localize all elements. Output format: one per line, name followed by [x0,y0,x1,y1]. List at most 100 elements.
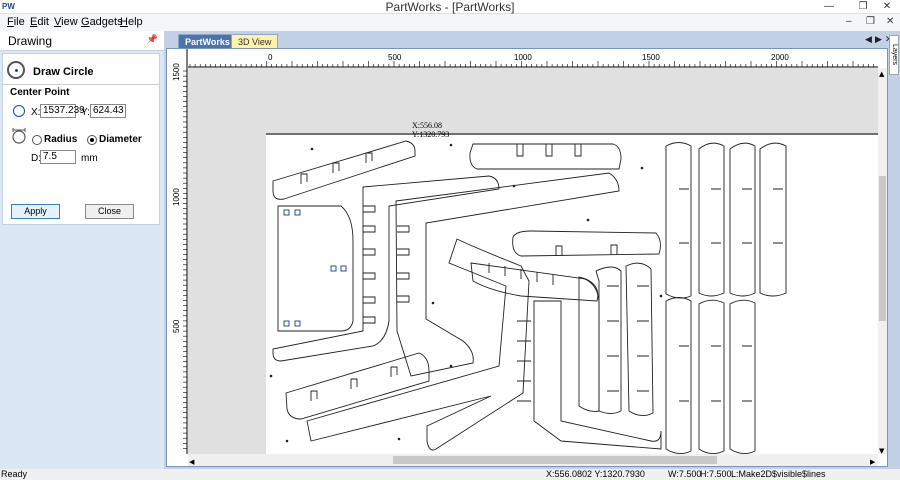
pocket-marker [294,209,301,216]
app-icon: PW [2,2,15,11]
status-width: W:7.500 [668,469,702,479]
form-title: Draw Circle [33,66,94,78]
part-slat[interactable] [512,230,661,257]
center-x-input[interactable]: 1537.239 [40,104,85,118]
scroll-down-icon[interactable]: ▼ [879,447,885,455]
minimize-button[interactable]: — [824,1,834,12]
part-slat-slots [310,366,398,401]
scroll-left-icon[interactable]: ◀ [189,458,195,466]
radius-radio[interactable] [32,135,42,145]
horizontal-scroll-thumb[interactable] [393,456,717,464]
part-slat-slots [516,144,582,157]
title-bar: PW PartWorks - [PartWorks] — ❐ ✕ [0,0,900,14]
menu-help[interactable]: Help [120,16,143,28]
vertical-scroll-thumb[interactable] [879,176,886,321]
center-point-label: Center Point [10,87,70,98]
center-point-icon [13,105,25,117]
menu-bar: File Edit View Gadgets Help – ❐ ✕ [0,14,900,31]
part-upright[interactable] [625,262,654,416]
center-y-input[interactable]: 624.43 [90,104,126,118]
mdi-restore-button[interactable]: ❐ [866,16,875,27]
drill-points [269,143,663,443]
v-ruler-label: 1500 [172,63,181,81]
window-title: PartWorks - [PartWorks] [385,0,515,14]
menu-view[interactable]: View [54,16,78,28]
part-tall-slat[interactable] [665,297,692,454]
drawing-panel-header: Drawing 📌 [0,31,164,51]
vertical-ruler: 1500 1000 500 [167,49,188,454]
pocket-marker [283,209,290,216]
part-l-bracket[interactable] [272,175,500,362]
vertical-scrollbar[interactable]: ▲ ▼ [878,68,887,455]
part-slat[interactable] [272,140,416,200]
drawing-canvas[interactable]: 0 500 1000 1500 2000 1500 1000 500 X:556… [167,49,887,466]
scroll-up-icon[interactable]: ▲ [879,70,885,78]
scroll-right-icon[interactable]: ▶ [870,458,876,466]
drawing-panel-title: Drawing [8,34,53,48]
part-tall-slat[interactable] [698,142,725,297]
drawing-viewport[interactable]: 0 500 1000 1500 2000 1500 1000 500 X:556… [166,48,888,467]
part-tall-slat[interactable] [729,299,756,454]
tab-3d-view[interactable]: 3D View [231,34,279,48]
side-tab-layers[interactable]: Layers [889,35,899,75]
tab-scroll-right-icon[interactable]: ▶ [875,34,882,44]
pin-icon[interactable]: 📌 [146,34,158,44]
part-slat-slots [300,152,373,184]
v-ruler-label: 1000 [172,188,181,206]
off-sheet-area-top [188,68,878,135]
status-ready: Ready [1,469,28,479]
part-base-rail[interactable] [533,300,662,450]
pocket-marker [294,320,301,327]
radius-diameter-icon [12,128,26,144]
part-tall-slat[interactable] [665,142,692,299]
d-label: D: [31,153,41,164]
drawing-panel: Drawing 📌 Draw Circle Center Point X: 15… [0,31,164,469]
part-tall-slat[interactable] [759,142,787,297]
part-slat-slots [555,244,618,256]
radius-label: Radius [44,134,78,145]
part-tall-slat-slots [679,345,752,402]
y-label: Y: [81,107,90,118]
part-s-curve[interactable] [306,238,530,451]
close-button[interactable]: Close [85,204,134,219]
off-sheet-area-left [188,68,266,454]
mdi-close-button[interactable]: ✕ [886,16,895,27]
part-tall-slat[interactable] [729,142,756,297]
part-l-bracket[interactable] [395,172,620,377]
part-curved-slat-slots [488,263,554,285]
part-slat[interactable] [469,143,622,170]
h-ruler-label: 500 [388,53,402,62]
diameter-input[interactable]: 7.5 [40,150,76,164]
tab-close-icon[interactable]: ✕ [885,34,893,45]
tab-partworks[interactable]: PartWorks [178,34,237,48]
parts-drawing[interactable] [272,140,787,454]
cursor-y-readout: Y:1320.793 [412,130,449,139]
menu-edit[interactable]: Edit [30,16,49,28]
form-divider [3,84,159,85]
tab-scroll-left-icon[interactable]: ◀ [865,34,872,44]
part-curved-slat[interactable] [470,262,599,302]
status-height: H:7.500 [700,469,732,479]
menu-gadgets[interactable]: Gadgets [81,16,123,28]
part-side-panel[interactable] [277,205,354,332]
unit-label: mm [81,153,98,164]
part-tall-slat-slots [679,188,783,244]
part-base-rail-slots [517,320,531,402]
menu-file[interactable]: File [7,16,25,28]
mdi-minimize-button[interactable]: – [846,16,852,27]
cursor-x-readout: X:556.08 [412,121,442,130]
part-slat[interactable] [285,352,430,420]
pocket-marker [330,265,337,272]
status-coordinates: X:556.0802 Y:1320.7930 [546,469,645,479]
horizontal-scrollbar[interactable]: ◀ ▶ [188,454,878,466]
document-area: PartWorks 3D View ◀ ▶ ✕ Layers 0 500 100… [164,31,900,469]
status-layer: L:Make2D$visible$lines [731,469,826,479]
diameter-radio[interactable] [87,135,97,145]
part-upright[interactable] [595,266,622,414]
part-tall-slat[interactable] [698,299,725,454]
part-bracket-slots [363,205,376,324]
h-ruler-label: 1000 [514,53,532,62]
maximize-button[interactable]: ❐ [858,1,868,12]
close-window-button[interactable]: ✕ [882,1,892,12]
apply-button[interactable]: Apply [11,204,60,219]
